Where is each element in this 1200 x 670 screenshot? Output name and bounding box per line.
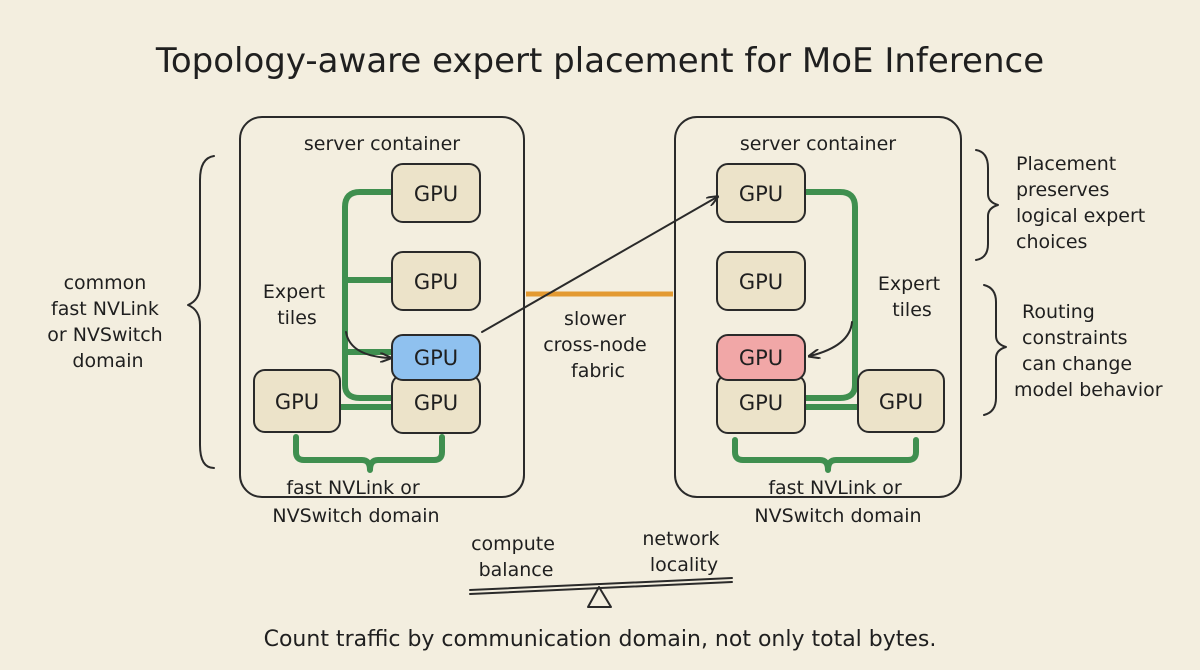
right-gpu-4: GPU xyxy=(716,374,806,434)
gpu-label: GPU xyxy=(414,346,458,370)
left-gpu-4: GPU xyxy=(391,374,481,434)
right-server-container: server container GPU GPU GPU GPU GPU Exp… xyxy=(674,116,962,527)
gpu-box xyxy=(716,251,806,311)
tradeoff-balance: compute balance network locality xyxy=(469,528,733,608)
fabric-label: slower cross-node fabric xyxy=(543,308,653,382)
gpu-box xyxy=(391,163,481,223)
gpu-label: GPU xyxy=(879,390,923,414)
balance-beam-shadow xyxy=(469,581,733,595)
left-server-label: server container xyxy=(304,133,460,155)
cross-node-routing-arrow xyxy=(481,197,717,333)
balance-left-label: compute balance xyxy=(471,533,561,581)
left-nvlink-path xyxy=(342,189,395,401)
gpu-box xyxy=(716,334,806,381)
right-gpu-1: GPU xyxy=(716,163,806,223)
diagram-title: Topology-aware expert placement for MoE … xyxy=(155,41,1044,81)
gpu-label: GPU xyxy=(739,391,783,415)
right-gpu-2: GPU xyxy=(716,251,806,311)
footer-caption: Count traffic by communication domain, n… xyxy=(264,627,937,652)
right-nvlink-path xyxy=(802,189,858,401)
right-gpu-side: GPU xyxy=(857,369,945,433)
note-routing: Routing constraints can change model beh… xyxy=(1014,301,1163,401)
right-expert-tiles-label: Expert tiles xyxy=(878,273,946,321)
gpu-label: GPU xyxy=(275,390,319,414)
left-outer-brace xyxy=(187,155,215,469)
left-brace-label: common fast NVLink or NVSwitch domain xyxy=(47,272,169,372)
gpu-box xyxy=(253,369,341,433)
gpu-label: GPU xyxy=(739,346,783,370)
gpu-label: GPU xyxy=(739,182,783,206)
note-placement: Placement preserves logical expert choic… xyxy=(1016,153,1151,253)
left-expert-tiles-label: Expert tiles xyxy=(263,281,331,329)
gpu-box xyxy=(857,369,945,433)
balance-beam xyxy=(469,577,733,591)
balance-fulcrum xyxy=(587,586,612,608)
gpu-label: GPU xyxy=(414,270,458,294)
gpu-label: GPU xyxy=(414,391,458,415)
right-domain-label: fast NVLink or NVSwitch domain xyxy=(754,477,921,527)
right-note-brace-2 xyxy=(983,284,1007,416)
right-expert-pointer-arrow xyxy=(810,321,853,356)
gpu-box xyxy=(716,163,806,223)
right-domain-brace xyxy=(732,437,919,473)
right-server-label: server container xyxy=(740,133,896,155)
left-domain-label: fast NVLink or NVSwitch domain xyxy=(272,477,439,527)
left-gpu-side: GPU xyxy=(253,369,341,433)
right-gpu-3-highlighted: GPU xyxy=(716,334,806,381)
left-server-container: server container GPU GPU GPU GPU GPU xyxy=(239,116,525,527)
gpu-label: GPU xyxy=(414,182,458,206)
balance-right-label: network locality xyxy=(642,528,725,576)
left-gpu-3-highlighted: GPU xyxy=(391,334,481,381)
gpu-box xyxy=(391,251,481,311)
left-domain-brace xyxy=(293,434,445,473)
left-gpu-1: GPU xyxy=(391,163,481,223)
gpu-label: GPU xyxy=(739,270,783,294)
left-expert-pointer-arrow xyxy=(345,331,390,358)
left-gpu-2: GPU xyxy=(391,251,481,311)
right-note-brace-1 xyxy=(975,149,999,261)
